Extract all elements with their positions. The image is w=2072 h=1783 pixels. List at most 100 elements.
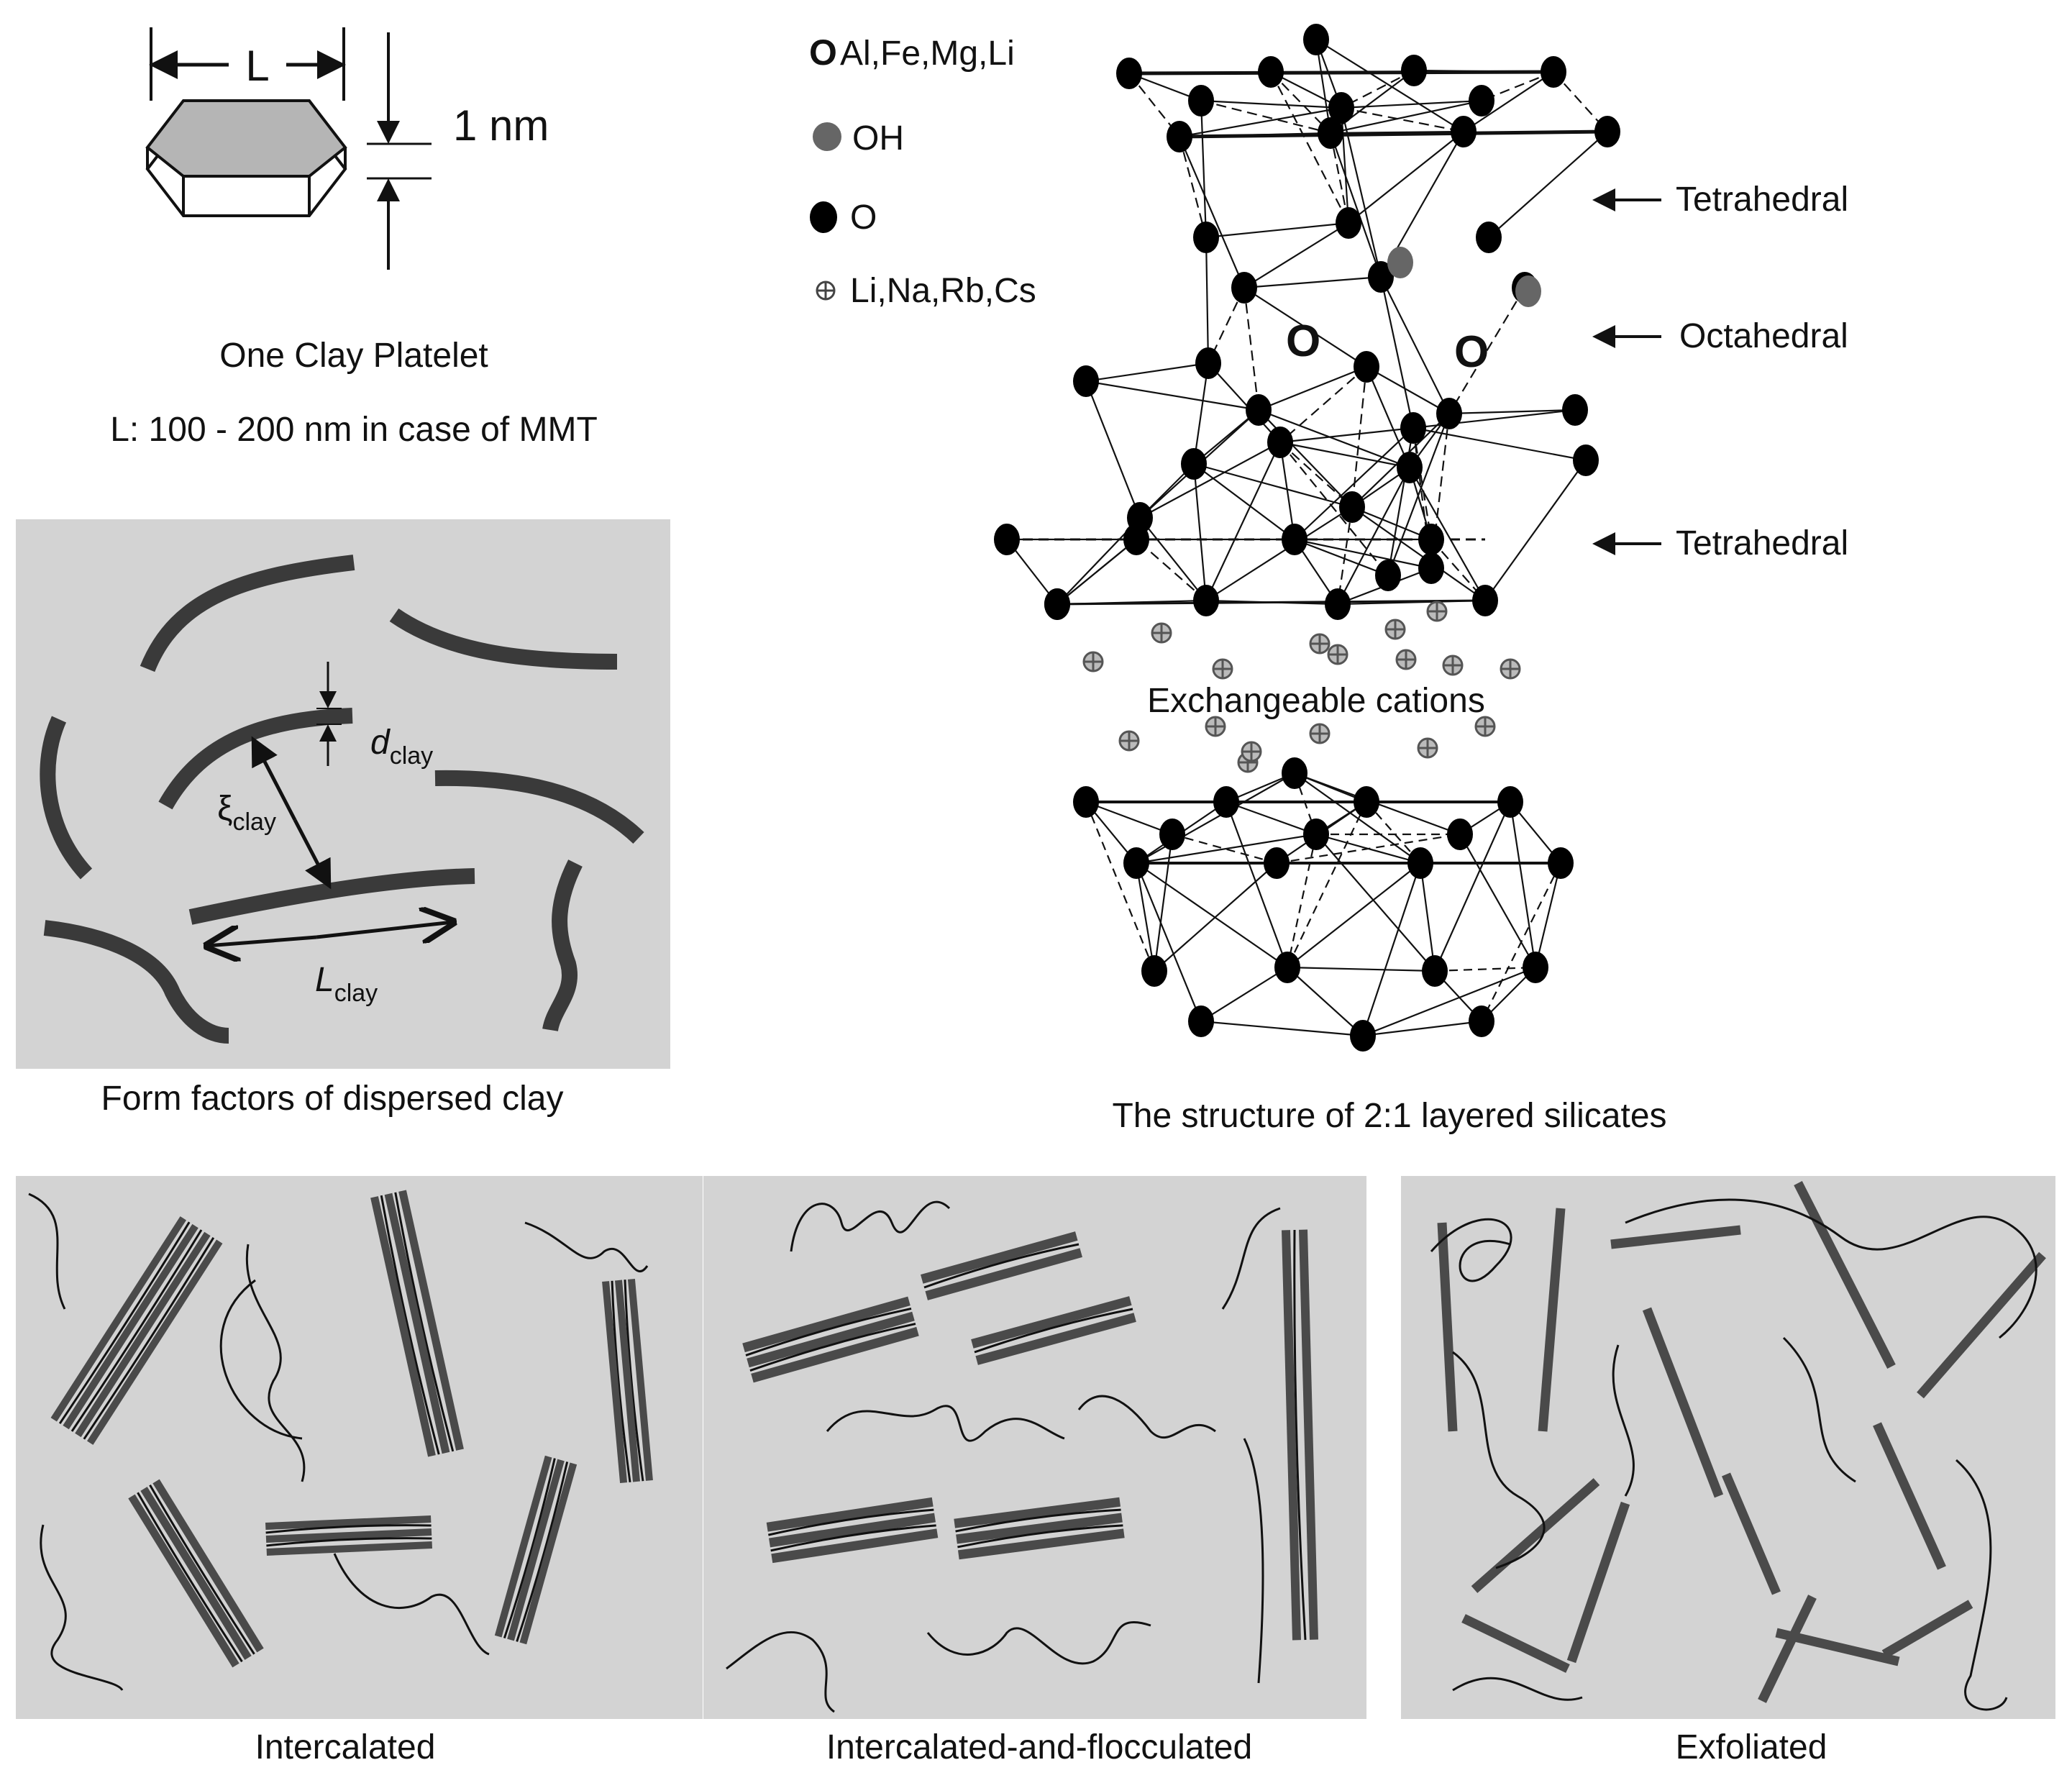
lattice-edge — [1056, 539, 1137, 605]
clay-platelet — [519, 1462, 578, 1645]
lattice-edge — [1178, 136, 1246, 288]
lattice-edge — [1293, 772, 1318, 835]
lattice-edge — [1136, 862, 1288, 968]
platelet-note: L: 100 - 200 nm in case of MMT — [110, 411, 598, 449]
cation-icon — [1212, 658, 1233, 680]
layer-label-octahedral: Octahedral — [1679, 317, 1848, 355]
polymer-chain — [1077, 1395, 1216, 1439]
lattice-edge — [1193, 409, 1259, 465]
polymer-chain — [333, 1553, 490, 1656]
clay-platelet — [1794, 1181, 1896, 1369]
polymer-chain — [219, 1279, 303, 1440]
polymer-chain — [524, 1221, 649, 1273]
lattice-edge — [1243, 287, 1367, 368]
lattice-edge — [1205, 222, 1349, 239]
polymer-chain — [516, 1461, 569, 1642]
platelet-caption: One Clay Platelet — [219, 337, 488, 375]
polymer-chain — [380, 1195, 440, 1455]
lattice-edge — [1279, 442, 1389, 576]
polymer-chain — [149, 1484, 255, 1655]
clay-platelet — [398, 1190, 464, 1451]
lattice-edge — [1136, 772, 1295, 864]
oxygen-atom — [1325, 588, 1351, 620]
lattice-edge — [1459, 834, 1536, 968]
lattice-edge — [1340, 107, 1350, 224]
lattice-edge — [1534, 862, 1562, 968]
lattice-edge — [1294, 538, 1389, 577]
lattice-edge — [1329, 132, 1382, 278]
clay-platelet — [751, 1326, 919, 1383]
lattice-edge — [1340, 107, 1382, 278]
lattice-edge — [1286, 834, 1318, 968]
lattice-edge — [1243, 287, 1260, 411]
d-clay-dimension-arrow — [316, 662, 342, 766]
polymer-chain — [1293, 1229, 1307, 1641]
legend-item-oh: OH — [813, 119, 904, 158]
lattice-edge — [1200, 99, 1331, 134]
l-clay-dimension-arrow — [207, 922, 453, 946]
lattice-edge — [1135, 862, 1156, 972]
clay-platelet — [1722, 1472, 1781, 1595]
clay-platelet — [265, 1515, 432, 1531]
polymer-chain — [40, 1524, 124, 1691]
oxygen-atom — [1469, 1005, 1494, 1037]
clay-platelet — [602, 1281, 628, 1484]
polymer-chain — [1243, 1438, 1264, 1684]
lattice-edge — [1488, 131, 1608, 238]
oxygen-atom — [1594, 116, 1620, 147]
lattice-edge — [1178, 136, 1208, 238]
layer-label-tetrahedral-top: Tetrahedral — [1676, 181, 1848, 219]
oxygen-atom — [1336, 207, 1361, 239]
lattice-edge — [1279, 442, 1296, 540]
oxygen-atom — [1246, 394, 1272, 426]
layer-label-tetrahedral-bottom: Tetrahedral — [1676, 524, 1848, 562]
intercalated-background — [16, 1176, 703, 1719]
length-label: L — [245, 42, 269, 90]
xi-clay-label: ξclay — [217, 790, 276, 836]
lattice-edge — [1362, 966, 1536, 1037]
lattice-edge — [1279, 427, 1414, 444]
lattice-edge — [1200, 1020, 1364, 1037]
lattice-edge — [1139, 517, 1207, 601]
intercalated-flocculated-structure — [726, 1200, 1318, 1713]
lattice-edge — [1463, 71, 1554, 132]
lattice-edge — [1412, 427, 1587, 462]
oxygen-atom — [994, 524, 1020, 555]
polymer-chain — [726, 1631, 835, 1713]
polymer-chain — [957, 1524, 1123, 1549]
polymer-chain — [745, 1307, 912, 1356]
oxygen-atom — [1418, 552, 1444, 584]
clay-platelet — [370, 1196, 436, 1457]
lattice-edge — [1315, 834, 1436, 972]
polymer-chain — [70, 1229, 203, 1432]
cation-icon — [1309, 723, 1331, 744]
oxygen-atom — [1401, 55, 1427, 86]
polymer-chain — [611, 1280, 631, 1483]
clay-platelet — [1566, 1501, 1630, 1664]
lattice-edge — [1330, 99, 1482, 134]
cation-icon — [1417, 737, 1438, 759]
lattice-edge — [1287, 801, 1367, 968]
lattice-edge — [1279, 441, 1410, 469]
legend-label: Li,Na,Rb,Cs — [850, 272, 1036, 310]
clay-platelet — [1461, 1614, 1570, 1673]
length-dimension-arrow — [149, 27, 346, 101]
clay-platelet — [63, 1223, 198, 1430]
clay-platelet — [50, 1216, 186, 1422]
xi-clay-dimension-arrow — [251, 736, 332, 890]
oxygen-atom — [1339, 491, 1365, 523]
lattice-edge — [1287, 862, 1421, 968]
clay-platelet — [384, 1193, 450, 1454]
lattice-edge — [1412, 409, 1576, 429]
thickness-label: 1 nm — [453, 101, 549, 150]
cation-icon — [1426, 601, 1448, 622]
oxygen-atom — [1354, 351, 1379, 383]
grey-dot-icon — [813, 122, 841, 151]
oxygen-atom — [1044, 588, 1070, 620]
oxygen-atom — [1193, 585, 1219, 616]
clay-platelet — [75, 1231, 211, 1438]
intercalated-structure — [28, 1190, 653, 1691]
clay-platelet — [1471, 1478, 1600, 1593]
cation-icon — [1500, 658, 1521, 680]
oxygen-atom — [1231, 272, 1257, 304]
